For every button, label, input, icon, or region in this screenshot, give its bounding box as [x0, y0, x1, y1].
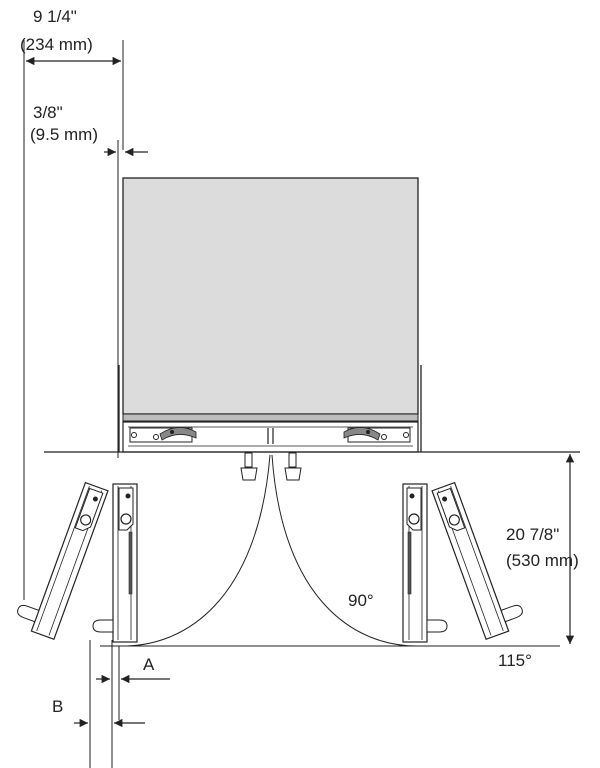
left-rail-hinge: [130, 427, 196, 442]
gap-in-label: 3/8": [33, 103, 63, 122]
depth-mm-label: (530 mm): [506, 551, 579, 570]
width-dimension: 9 1/4" (234 mm): [20, 7, 123, 600]
angle-115-label: 115°: [498, 651, 532, 670]
dimension-a: A: [96, 640, 170, 768]
angle-90-label: 90°: [348, 591, 374, 610]
dimension-b: B: [52, 640, 145, 768]
width-in-label: 9 1/4": [33, 7, 77, 26]
left-door-115: [13, 476, 108, 640]
width-mm-label: (234 mm): [20, 35, 93, 54]
right-rail-hinge: [344, 427, 410, 442]
dim-b-label: B: [52, 697, 63, 716]
gap-mm-label: (9.5 mm): [30, 125, 98, 144]
dim-a-label: A: [143, 655, 155, 674]
center-handles: [241, 453, 301, 480]
left-swing-arc: [119, 455, 270, 646]
depth-in-label: 20 7/8": [506, 525, 559, 544]
cabinet-box: [123, 178, 418, 414]
right-swing-arc: [272, 455, 421, 646]
cabinet-lip: [123, 414, 418, 421]
cabinet: [119, 178, 421, 452]
